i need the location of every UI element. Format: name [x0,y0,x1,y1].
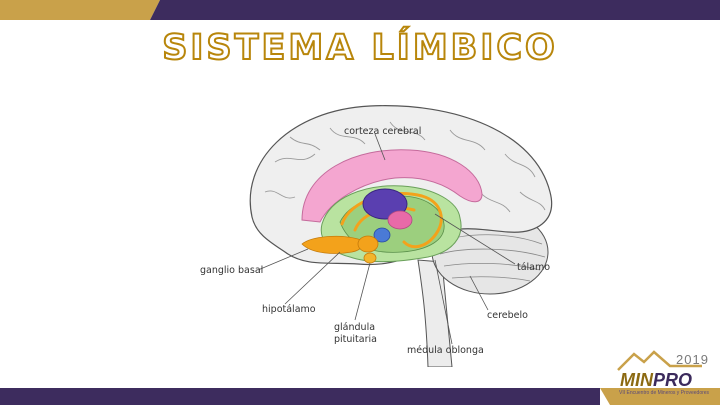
label-cerebelo: cerebelo [487,310,528,321]
ventricle [387,210,413,230]
label-pituitaria: pituitaria [334,334,377,345]
slide-title: SISTEMA LÍMBICO [161,27,558,69]
pituitary-gland [363,252,377,264]
leader-lines [257,133,516,345]
logo-name-part1: MIN [620,370,653,390]
label-medula-oblonga: médula oblonga [407,345,484,356]
logo-name-part2: PRO [653,370,693,390]
logo-year: 2019 [676,352,709,367]
logo-subtitle: VII Encuentro de Mineros y Proveedores [619,390,710,396]
bottom-decor-bar [0,388,720,405]
hypothalamus [373,227,391,243]
amygdala [357,235,379,253]
label-hipotalamo: hipotálamo [262,304,316,315]
label-ganglio-basal: ganglio basal [200,265,264,276]
top-decor-bar [0,0,720,20]
minpro-logo-mountains [617,350,702,371]
logo-name: MINPRO [620,370,692,391]
label-talamo: tálamo [517,262,551,273]
brain-diagram [249,105,553,367]
label-corteza-cerebral: corteza cerebral [344,126,422,137]
cingulate-gyrus [301,149,483,223]
brainstem [417,259,453,367]
label-glandula: glándula [334,322,376,333]
cortex-folds [264,121,546,213]
